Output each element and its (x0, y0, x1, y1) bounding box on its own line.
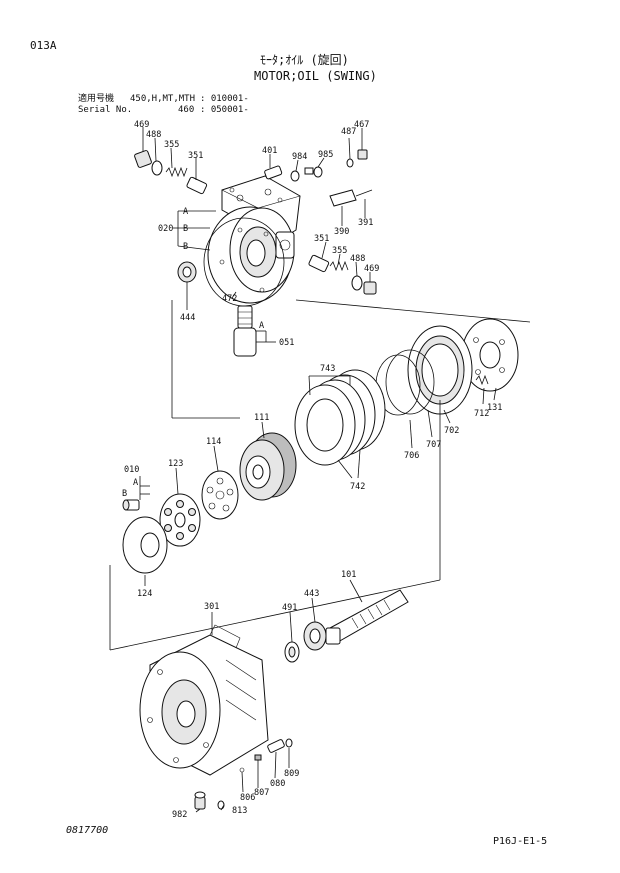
callout-401: 401 (262, 146, 277, 156)
serial-row1-models: 450,H,MT,MTH (130, 94, 196, 104)
callout-123: 123 (168, 459, 183, 469)
housing-shaft-assembly (139, 589, 409, 810)
callout-080: 080 (270, 779, 285, 789)
page-code: 013A (30, 39, 57, 52)
valve-block-assembly (134, 149, 377, 357)
callout-469: 469 (134, 120, 149, 130)
callout-707: 707 (426, 440, 441, 450)
callout-488: 488 (146, 130, 161, 140)
callout-444: 444 (180, 313, 195, 323)
marker-A-1: A (183, 207, 188, 217)
callout-301: 301 (204, 602, 219, 612)
title-japanese: ﾓｰﾀ;ｵｲﾙ (旋回) (260, 53, 349, 67)
callout-443: 443 (304, 589, 319, 599)
callout-702: 702 (444, 426, 459, 436)
callout-807: 807 (254, 788, 269, 798)
callout-351b: 351 (314, 234, 329, 244)
callout-491: 491 (282, 603, 297, 613)
callout-487: 487 (341, 127, 356, 137)
callout-467: 467 (354, 120, 369, 130)
serial-row2-label: Serial No. (78, 105, 133, 115)
page-reference: P16J-E1-5 (493, 836, 548, 847)
callout-712: 712 (474, 409, 489, 419)
serial-row1-value: : 010001- (200, 94, 249, 104)
callout-742: 742 (350, 482, 365, 492)
callout-813: 813 (232, 806, 247, 816)
callout-051: 051 (279, 338, 294, 348)
callout-743: 743 (320, 364, 335, 374)
page-title: MOTOR;OIL (SWING) (254, 69, 377, 83)
serial-row2-value: : 050001- (200, 105, 249, 115)
marker-B-2: B (183, 242, 188, 252)
callout-355: 355 (164, 140, 179, 150)
callout-806: 806 (240, 793, 255, 803)
callout-472: 472 (222, 294, 237, 304)
callout-101: 101 (341, 570, 356, 580)
callout-391: 391 (358, 218, 373, 228)
callout-390: 390 (334, 227, 349, 237)
serial-row1-label: 適用号機 (78, 94, 115, 104)
leader-lines (109, 127, 531, 813)
callout-labels: 469 488 355 351 401 984 985 487 467 391 … (122, 120, 502, 820)
callout-124: 124 (137, 589, 152, 599)
callout-984: 984 (292, 152, 307, 162)
callout-114: 114 (206, 437, 221, 447)
marker-A-3: A (133, 478, 138, 488)
marker-A-2: A (259, 321, 264, 331)
marker-B-1: B (183, 224, 188, 234)
drawing-number: 0817700 (66, 825, 109, 836)
callout-809: 809 (284, 769, 299, 779)
callout-351: 351 (188, 151, 203, 161)
marker-B-3: B (122, 489, 127, 499)
callout-355b: 355 (332, 246, 347, 256)
callout-469b: 469 (364, 264, 379, 274)
callout-111: 111 (254, 413, 269, 423)
callout-010: 010 (124, 465, 139, 475)
callout-982: 982 (172, 810, 187, 820)
callout-488b: 488 (350, 254, 365, 264)
callout-131: 131 (487, 403, 502, 413)
callout-020: 020 (158, 224, 173, 234)
brake-clutch-assembly (122, 318, 519, 574)
callout-706: 706 (404, 451, 419, 461)
serial-row2-models: 460 (178, 105, 195, 115)
callout-985: 985 (318, 150, 333, 160)
